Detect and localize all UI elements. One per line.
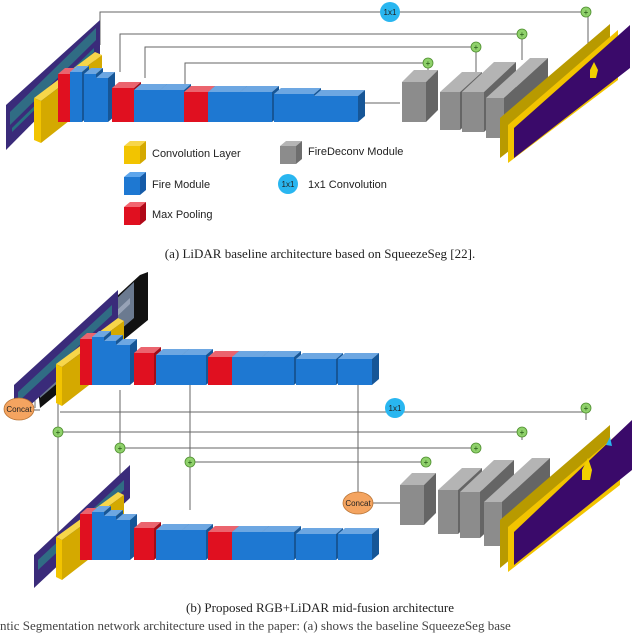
svg-text:Fire Module: Fire Module bbox=[152, 179, 210, 191]
one-by-one-node-b: 1x1 bbox=[385, 398, 405, 418]
decoder-blocks-b bbox=[400, 458, 550, 546]
svg-text:FireDeconv Module: FireDeconv Module bbox=[308, 146, 403, 158]
legend: Convolution Layer Fire Module Max Poolin… bbox=[124, 141, 403, 225]
svg-text:1x1: 1x1 bbox=[384, 8, 397, 17]
svg-text:+: + bbox=[520, 428, 525, 437]
fire-module-block bbox=[338, 528, 379, 560]
svg-text:+: + bbox=[118, 444, 123, 453]
encoder-blocks-b-top bbox=[80, 331, 379, 385]
one-by-one-node-a: 1x1 bbox=[380, 2, 400, 22]
svg-text:Max Pooling: Max Pooling bbox=[152, 209, 213, 221]
fire-module-block bbox=[338, 353, 379, 385]
svg-text:Concat: Concat bbox=[6, 405, 32, 414]
plus-node: + bbox=[516, 28, 528, 40]
body-text-fragment: ntic Segmentation network architecture u… bbox=[0, 618, 511, 633]
legend-conv: Convolution Layer bbox=[124, 141, 241, 164]
plus-nodes-b: + + + + + + + bbox=[52, 402, 592, 468]
fire-module-block bbox=[314, 90, 365, 122]
legend-fire: Fire Module bbox=[124, 172, 210, 195]
encoder-blocks-b-bottom bbox=[80, 506, 379, 560]
svg-text:+: + bbox=[424, 458, 429, 467]
concat-node-right: Concat bbox=[342, 491, 374, 515]
caption-a: (a) LiDAR baseline architecture based on… bbox=[164, 246, 476, 261]
decoder-blocks-a bbox=[402, 58, 548, 138]
plus-node: + bbox=[580, 6, 592, 18]
encoder-blocks-a bbox=[58, 66, 365, 122]
panel-b: + + + + + + + Concat Concat 1x1 bbox=[3, 272, 632, 588]
plus-node: + bbox=[52, 426, 64, 438]
firedeconv-module-block bbox=[402, 70, 438, 122]
svg-text:+: + bbox=[426, 59, 431, 68]
output-slabs-a bbox=[500, 24, 630, 163]
panel-a: + + + + 1x1 Convolution Layer Fire Module bbox=[6, 2, 630, 225]
output-slabs-b bbox=[500, 420, 632, 572]
fire-module-block bbox=[274, 88, 321, 122]
svg-text:Concat: Concat bbox=[345, 499, 371, 508]
fire-module-block bbox=[262, 351, 301, 385]
plus-node: + bbox=[422, 57, 434, 69]
legend-one-by-one: 1x1 1x1 Convolution bbox=[278, 174, 387, 194]
svg-text:+: + bbox=[474, 43, 479, 52]
plus-node: + bbox=[420, 456, 432, 468]
svg-text:1x1: 1x1 bbox=[282, 180, 295, 189]
plus-nodes-a: + + + + bbox=[422, 6, 592, 69]
plus-node: + bbox=[580, 402, 592, 414]
legend-deconv: FireDeconv Module bbox=[280, 141, 403, 164]
plus-node: + bbox=[516, 426, 528, 438]
caption-b: (b) Proposed RGB+LiDAR mid-fusion archit… bbox=[185, 600, 454, 615]
svg-text:+: + bbox=[56, 428, 61, 437]
svg-text:+: + bbox=[584, 404, 589, 413]
fire-module-block bbox=[116, 339, 137, 385]
fire-module-block bbox=[262, 526, 301, 560]
svg-text:+: + bbox=[474, 444, 479, 453]
plus-node: + bbox=[470, 41, 482, 53]
plus-node: + bbox=[470, 442, 482, 454]
svg-text:+: + bbox=[188, 458, 193, 467]
fire-module-block bbox=[116, 514, 137, 560]
plus-node: + bbox=[114, 442, 126, 454]
fire-module-block bbox=[240, 86, 279, 122]
fire-module-block bbox=[296, 353, 343, 385]
plus-node: + bbox=[184, 456, 196, 468]
svg-text:+: + bbox=[584, 8, 589, 17]
svg-text:+: + bbox=[520, 30, 525, 39]
lidar-input-b-top bbox=[14, 290, 118, 420]
svg-text:1x1: 1x1 bbox=[389, 404, 402, 413]
svg-text:Convolution Layer: Convolution Layer bbox=[152, 148, 241, 160]
svg-text:1x1 Convolution: 1x1 Convolution bbox=[308, 179, 387, 191]
firedeconv-module-block bbox=[400, 473, 436, 525]
legend-pool: Max Pooling bbox=[124, 202, 213, 225]
concat-node-left: Concat bbox=[3, 397, 35, 421]
fire-module-block bbox=[296, 528, 343, 560]
